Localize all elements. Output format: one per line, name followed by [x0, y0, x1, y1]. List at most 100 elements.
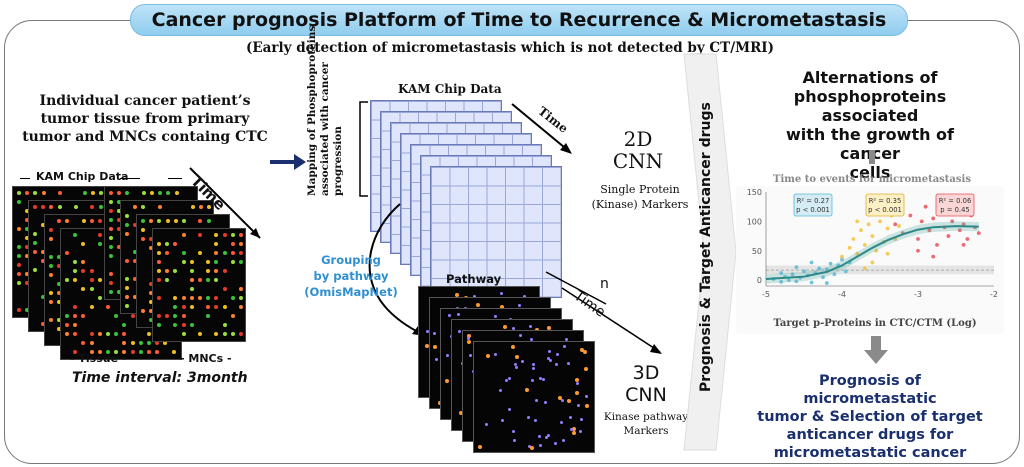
chart-point: [885, 226, 890, 231]
mapping-label-line: progression: [332, 126, 344, 196]
chart-point: [802, 269, 806, 274]
marker-2d-line: Single Protein: [600, 183, 680, 196]
chart-point: [794, 265, 799, 270]
chart-fit-line: [765, 225, 979, 280]
chart-point: [897, 224, 901, 228]
chart-caption: Time to events for micrometastasis: [773, 174, 971, 185]
mapping-label-line: associated with cancer: [319, 62, 331, 196]
grouping-label: Grouping by pathway (OmisMapNet): [296, 252, 406, 300]
chart-x-tick-label: -2: [990, 290, 998, 299]
prognosis-line: micrometastatic cancer: [773, 445, 967, 461]
kinase-pathway-markers: Kinase pathway Markers: [600, 410, 692, 438]
cnn-2d-label: 2D CNN: [606, 128, 670, 172]
chart-y-tick-label: 150: [747, 188, 762, 197]
chart-point: [874, 248, 879, 253]
chart-point: [817, 266, 822, 271]
chart-point: [862, 266, 867, 271]
single-protein-markers: Single Protein (Kinase) Markers: [590, 182, 690, 212]
cnn-3d-line: 3D: [632, 362, 660, 384]
chart-point: [916, 248, 920, 253]
prognosis-line: Prognosis of micrometastatic: [803, 373, 937, 407]
chart-point: [950, 219, 955, 224]
chart-point: [946, 234, 951, 238]
chart-point: [893, 222, 898, 227]
chart-annotation-text: p = 0.45: [940, 206, 969, 214]
cnn-2d-line: 2D: [623, 127, 653, 151]
alterations-line: Alternations of: [802, 68, 938, 87]
kam-chip-image: [152, 228, 246, 342]
mncs-label: - MNCs -: [180, 352, 232, 365]
chart-point: [931, 216, 936, 221]
chart-point: [851, 237, 856, 241]
chart-point: [855, 251, 860, 256]
chart-point: [885, 251, 890, 256]
pathway-map-image: [473, 341, 595, 453]
chart-point: [976, 231, 981, 236]
chart-point: [916, 237, 920, 241]
chart-point: [786, 278, 791, 283]
chart-point: [923, 204, 928, 209]
cnn-2d-line: CNN: [612, 149, 664, 173]
chart-y-tick-label: 100: [747, 217, 762, 226]
prognosis-heading: Prognosis of micrometastatic tumor & Sel…: [752, 372, 988, 462]
left-heading-line: Individual cancer patient’s: [39, 93, 251, 109]
pathway-label: Pathway: [446, 272, 502, 286]
alterations-line: with the growth of cancer: [785, 125, 954, 163]
diagram-title: Cancer prognosis Platform of Time to Rec…: [151, 9, 887, 31]
alterations-heading: Alternations of phosphoproteins associat…: [760, 68, 980, 182]
chart-point: [927, 228, 932, 233]
chart-point: [843, 269, 848, 274]
chart-point: [878, 219, 882, 224]
chart-point: [824, 281, 829, 285]
left-heading-line: tumor tissue from primary: [40, 111, 250, 127]
grouping-line: by pathway: [313, 269, 389, 283]
chart-point: [957, 228, 962, 233]
chart-x-tick-label: -3: [914, 290, 922, 299]
chart-point: [862, 242, 867, 247]
left-time-arrow: [189, 167, 261, 239]
left-chip-label-rule: [120, 178, 140, 179]
time-interval-label: Time interval: 3month: [72, 370, 248, 386]
mapping-label-line: Mapping of Phosphoproteins: [306, 25, 318, 196]
chart-point: [855, 219, 860, 224]
chart-point: [828, 261, 833, 266]
chart-point: [794, 279, 799, 284]
left-chip-label: KAM Chip Data: [36, 170, 129, 183]
chart-annotation-box: [865, 193, 905, 217]
divider-label: Prognosis & Target Anticancer drugs: [698, 102, 714, 392]
tissue-label: - Tissue -: [70, 352, 127, 365]
mapping-bracket: [359, 101, 368, 197]
chart-x-axis-label: Target p-Proteins in CTC/CTM (Log): [773, 318, 977, 329]
chart-point: [866, 222, 871, 227]
chart-point: [870, 234, 875, 238]
chart-annotation-text: p < 0.001: [868, 206, 902, 214]
marker-3d-line: Kinase pathway: [603, 411, 689, 423]
chart-point: [870, 260, 875, 265]
chart-point: [961, 242, 966, 247]
left-chip-label-rule: [20, 178, 30, 179]
grouping-line: Grouping: [321, 253, 381, 267]
chart-point: [809, 260, 814, 265]
mapping-label: Mapping of Phosphoproteins associated wi…: [306, 26, 345, 196]
chart-point: [840, 254, 844, 259]
left-chip-label-rule: [168, 178, 182, 179]
chart-y-tick-label: 0: [757, 276, 762, 285]
chart-annotation-text: R² = 0.27: [797, 197, 830, 205]
chart-annotation-text: R² = 0.35: [869, 197, 902, 205]
chart-point: [931, 254, 936, 259]
middle-chip-label: KAM Chip Data: [398, 82, 502, 96]
chart-point: [809, 280, 814, 285]
chart-point: [779, 271, 784, 275]
chart-point: [832, 272, 837, 277]
alterations-line: phosphoproteins associated: [793, 87, 947, 125]
marker-3d-line: Markers: [623, 425, 669, 437]
marker-2d-line: (Kinase) Markers: [591, 198, 689, 211]
n-label: n: [600, 276, 609, 292]
cnn-3d-label: 3D CNN: [616, 362, 676, 406]
chart-x-tick-label: -5: [762, 290, 770, 299]
chart-point: [908, 213, 913, 218]
chart-point: [840, 257, 844, 262]
divider-chevron: [683, 53, 737, 451]
kam-grid-sheet: [430, 166, 562, 298]
